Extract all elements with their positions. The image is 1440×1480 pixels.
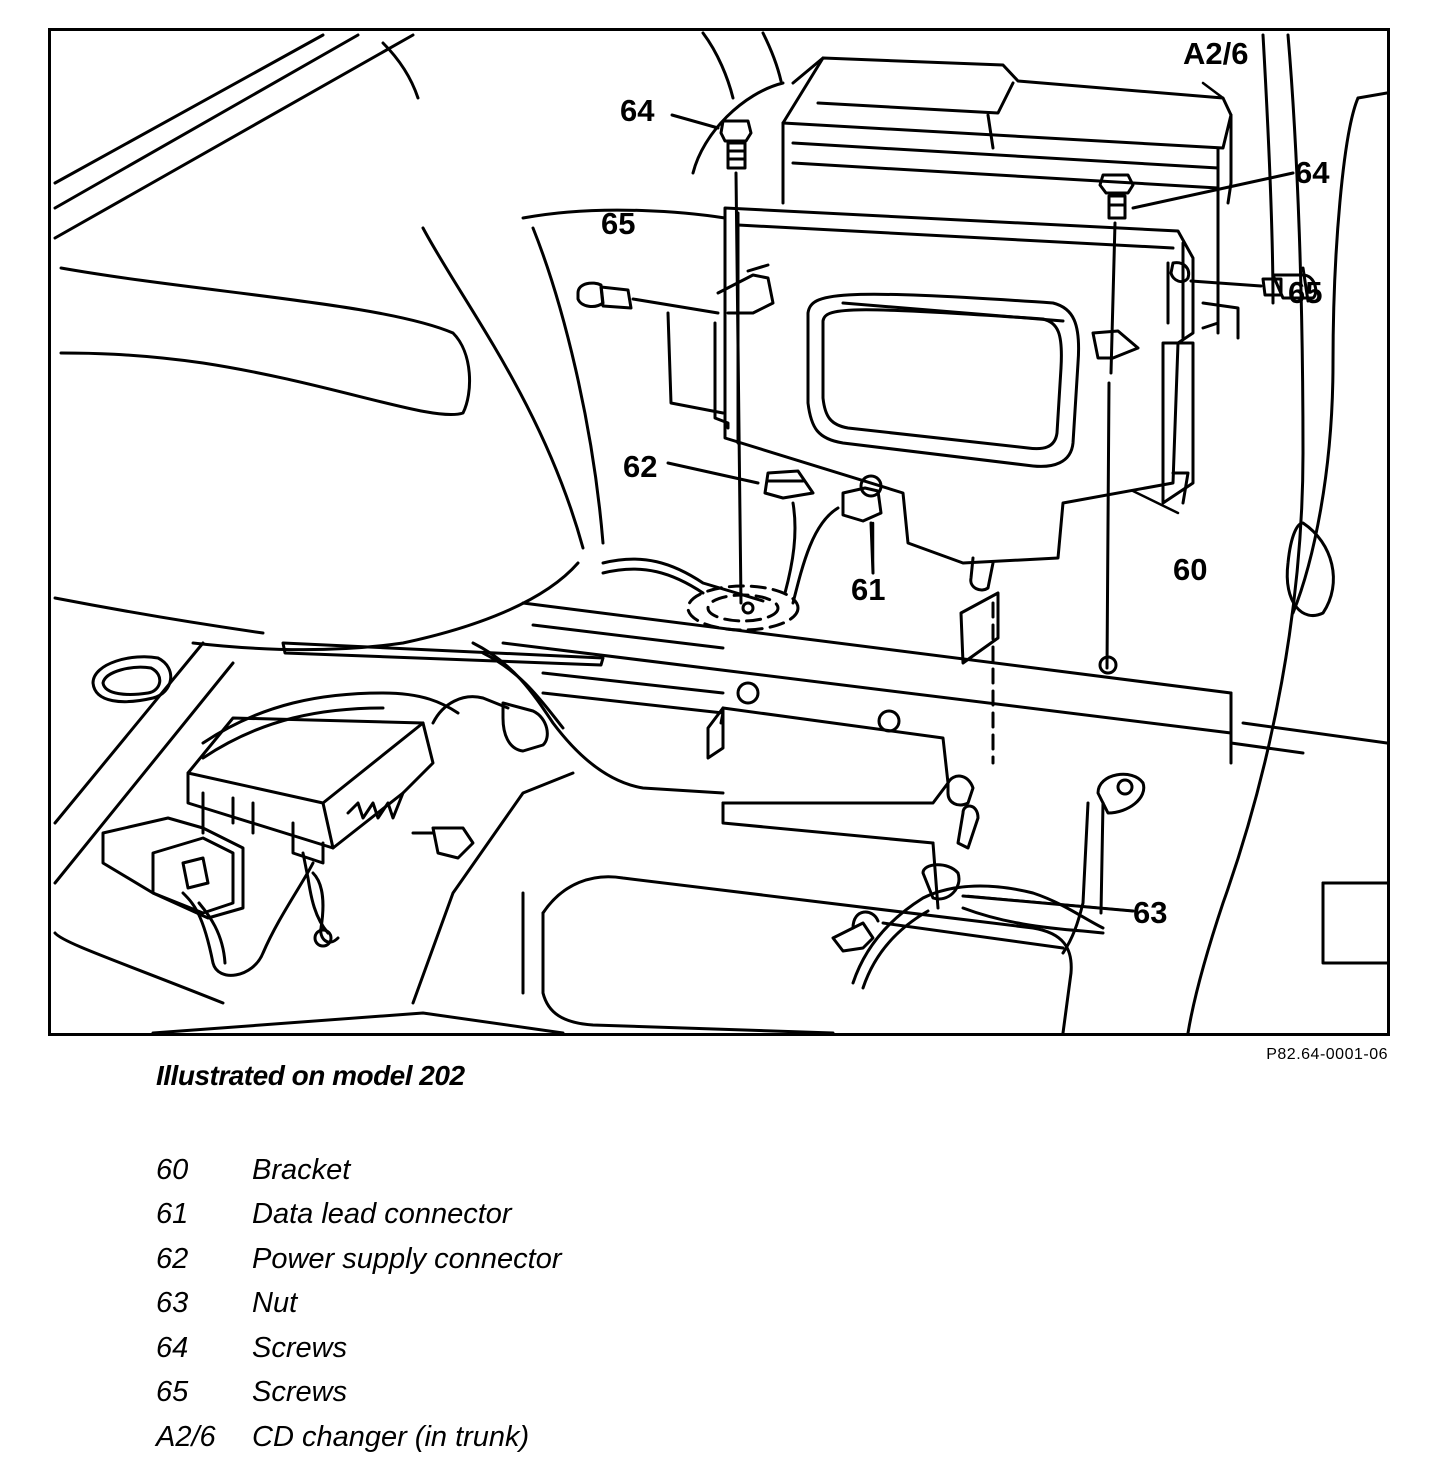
- trunk-body-panel: [53, 31, 1305, 1033]
- legend-code: 64: [156, 1331, 189, 1364]
- legend-text: Screws: [252, 1376, 348, 1409]
- legend-text: Power supply connector: [252, 1242, 562, 1275]
- legend-item: 65 Screws: [156, 1371, 562, 1416]
- screws-64-left: [670, 113, 753, 605]
- legend-code: 62: [156, 1242, 189, 1275]
- legend-item: 61 Data lead connector: [156, 1193, 562, 1238]
- screws-64-right: [1098, 171, 1295, 675]
- legend-code: 63: [156, 1287, 189, 1320]
- legend-item: 60 Bracket: [156, 1148, 562, 1193]
- label-screw-65-right: 65: [1288, 275, 1322, 310]
- legend-text: Screws: [252, 1331, 348, 1364]
- label-connector-62: 62: [623, 449, 657, 484]
- legend-item: 62 Power supply connector: [156, 1237, 562, 1282]
- leader-lines: [871, 81, 1225, 913]
- label-bracket-60: 60: [1173, 552, 1207, 587]
- mounting-hole: [741, 601, 755, 615]
- trunk-floor: [91, 655, 1073, 1033]
- legend-text: Data lead connector: [252, 1198, 512, 1231]
- legend-code: 60: [156, 1153, 189, 1186]
- legend-code: 61: [156, 1198, 189, 1231]
- label-screw-64-right: 64: [1295, 155, 1330, 190]
- parts-legend: 60 Bracket 61 Data lead connector 62 Pow…: [156, 1148, 562, 1460]
- label-screw-65-left: 65: [601, 206, 635, 241]
- label-nut-63: 63: [1133, 895, 1167, 930]
- diagram-frame: A2/6 64 64 65 65 62 60 61 63: [48, 28, 1390, 1036]
- legend-item: 64 Screws: [156, 1326, 562, 1371]
- connector-62: [666, 461, 815, 595]
- mounting-hole-marker: [686, 584, 995, 765]
- legend-text: Nut: [252, 1287, 298, 1320]
- exploded-view-illustration: A2/6 64 64 65 65 62 60 61 63: [53, 31, 1387, 1033]
- part-labels: A2/6 64 64 65 65 62 60 61 63: [601, 36, 1330, 930]
- label-connector-61: 61: [851, 572, 885, 607]
- label-a2-6: A2/6: [1183, 36, 1248, 71]
- cd-changer-unit: [781, 56, 1233, 335]
- figure-caption: Illustrated on model 202: [156, 1060, 465, 1091]
- right-body-side: [1186, 33, 1387, 1033]
- bracket-60: [713, 206, 1240, 665]
- legend-item: 63 Nut: [156, 1282, 562, 1327]
- legend-item: A2/6 CD changer (in trunk): [156, 1415, 562, 1460]
- screws-65-left: [576, 281, 725, 415]
- legend-text: Bracket: [252, 1153, 351, 1186]
- legend-text: CD changer (in trunk): [252, 1420, 530, 1453]
- relay-box: [101, 716, 475, 948]
- screws-65-right: [1169, 261, 1318, 303]
- legend-code: A2/6: [156, 1420, 216, 1453]
- legend-code: 65: [156, 1376, 189, 1409]
- label-screw-64-left: 64: [620, 93, 655, 128]
- figure-reference: P82.64-0001-06: [1266, 1046, 1388, 1063]
